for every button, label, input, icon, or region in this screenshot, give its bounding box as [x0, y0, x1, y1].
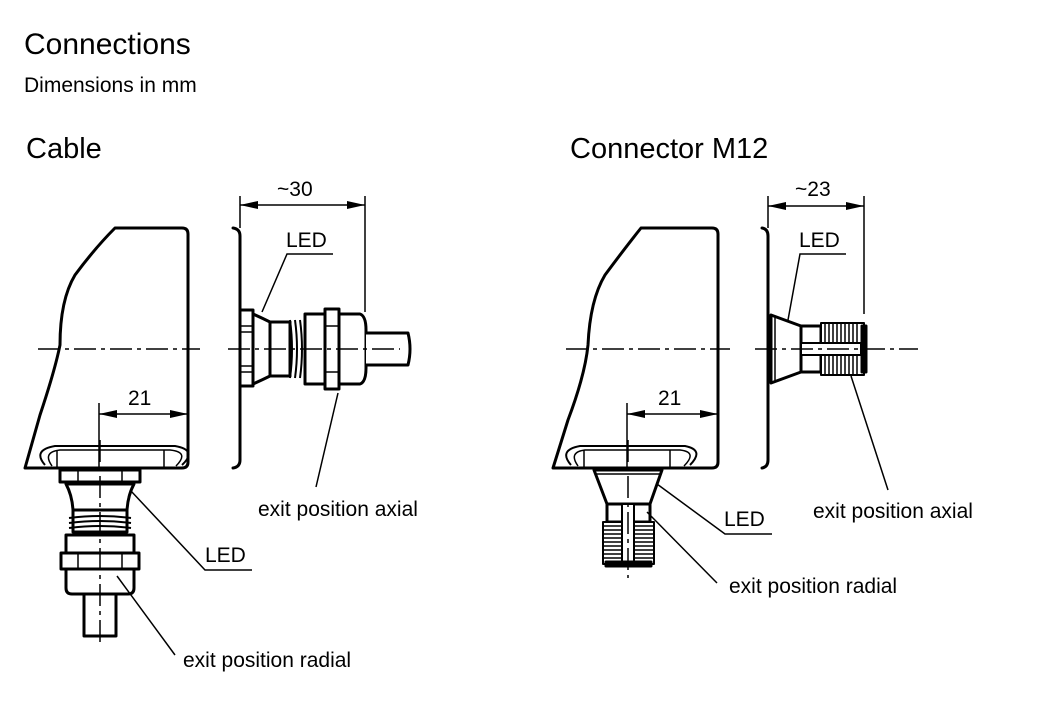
connector-led-radial-label: LED: [724, 508, 765, 531]
page-subtitle: Dimensions in mm: [24, 74, 197, 97]
cable-exit-radial-leader: [116, 575, 176, 656]
connector-exit-axial-label: exit position axial: [813, 500, 973, 523]
connector-led-axial-label: LED: [799, 229, 840, 252]
connector-axial-bracket: [760, 226, 770, 470]
cable-axial-length: ~30: [277, 178, 313, 201]
section-title-cable: Cable: [26, 133, 102, 165]
connector-housing: [551, 226, 720, 470]
connector-dim-23: [767, 196, 865, 314]
cable-led-axial-label: LED: [286, 229, 327, 252]
connector-led-axial-leader: [787, 253, 846, 321]
cable-led-radial-label: LED: [205, 544, 246, 567]
cable-dim-30: [239, 196, 366, 312]
connector-led-radial-leader: [656, 483, 772, 535]
connector-exit-radial-label: exit position radial: [729, 575, 897, 598]
connector-axial-length: ~23: [795, 178, 831, 201]
cable-exit-radial-label: exit position radial: [183, 649, 351, 672]
connector-dim-21: [626, 403, 718, 470]
connector-exit-radial-leader: [646, 511, 718, 584]
connector-exit-axial-leader: [850, 375, 889, 491]
cable-led-axial-leader: [261, 253, 333, 313]
connector-radial-offset: 21: [658, 387, 681, 410]
page-title: Connections: [24, 28, 191, 61]
cable-exit-axial-label: exit position axial: [258, 498, 418, 521]
section-title-connector: Connector M12: [570, 133, 768, 165]
cable-led-radial-leader: [130, 490, 252, 571]
cable-dim-21: [98, 403, 188, 470]
cable-radial-offset: 21: [128, 387, 151, 410]
cable-exit-axial-leader: [315, 392, 339, 488]
cable-housing: [23, 226, 190, 470]
